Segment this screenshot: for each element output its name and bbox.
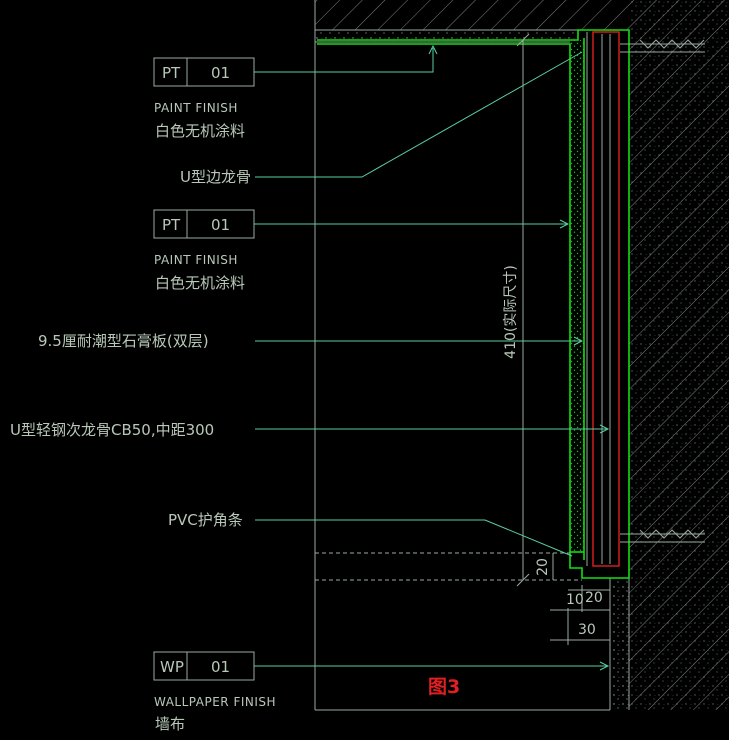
dimension-20: 20 — [585, 590, 603, 606]
dimension-lines — [516, 33, 611, 645]
gypsum-board — [317, 29, 630, 579]
leader-pt-1 — [254, 48, 434, 73]
material-tag-pt-2: PT 01 PAINT FINISH 白色无机涂料 — [153, 209, 255, 292]
note-steel-keel: U型轻钢次龙骨CB50,中距300 — [10, 421, 214, 439]
material-tag-pt-1: PT 01 PAINT FINISH 白色无机涂料 — [153, 57, 255, 140]
leader-pvc-corner — [255, 519, 573, 557]
wall-outline — [314, 30, 610, 711]
plaster-layer — [315, 30, 629, 710]
dimension-10: 10 — [566, 592, 584, 608]
leader-arrow — [599, 424, 610, 434]
tag-code: PT — [162, 216, 181, 234]
leader-u-edge-keel — [255, 51, 583, 178]
tag-code: PT — [162, 64, 181, 82]
tag-finish-cn: 墙布 — [155, 715, 185, 733]
dimension-30: 30 — [578, 622, 596, 638]
concrete-structure — [314, 0, 729, 710]
leader-arrow — [573, 336, 584, 346]
note-gypsum-board: 9.5厘耐潮型石膏板(双层) — [38, 332, 209, 350]
tag-number: 01 — [211, 216, 230, 234]
tag-code: WP — [160, 658, 184, 676]
tag-number: 01 — [211, 658, 230, 676]
tag-finish-en: PAINT FINISH — [154, 101, 238, 115]
tag-finish-en: PAINT FINISH — [154, 253, 238, 267]
tag-finish-en: WALLPAPER FINISH — [154, 695, 276, 709]
leader-arrow — [599, 661, 610, 671]
height-dimension: 410(实际尺寸) — [503, 265, 519, 359]
steel-keel — [586, 31, 620, 567]
note-pvc-corner: PVC护角条 — [168, 511, 243, 529]
figure-label: 图3 — [428, 676, 460, 698]
leader-arrow — [428, 44, 438, 55]
tag-number: 01 — [211, 64, 230, 82]
dimension-20-vertical: 20 — [535, 558, 551, 576]
tag-finish-cn: 白色无机涂料 — [155, 122, 245, 140]
material-tag-wp: WP 01 WALLPAPER FINISH 墙布 — [153, 651, 276, 733]
note-u-edge-keel: U型边龙骨 — [180, 168, 251, 186]
anchor-bolts — [620, 39, 705, 543]
leader-arrow — [559, 219, 570, 229]
tag-finish-cn: 白色无机涂料 — [155, 274, 245, 292]
